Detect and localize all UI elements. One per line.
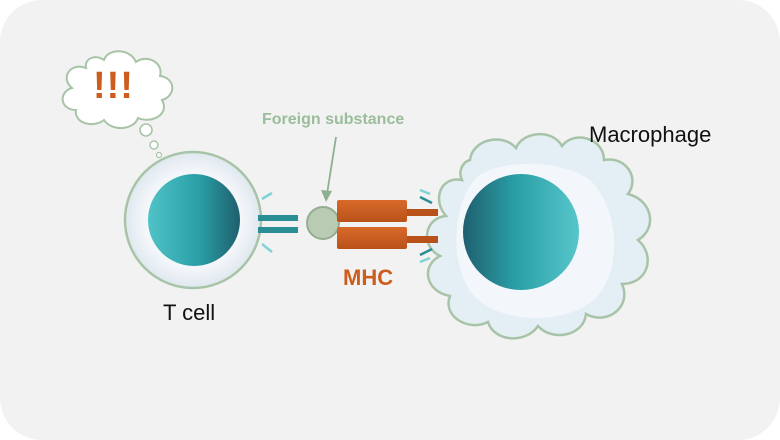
mhc-stalk-lower — [400, 236, 438, 243]
macrophage-label: Macrophage — [589, 122, 712, 147]
mhc-label: MHC — [343, 265, 394, 290]
foreign-substance-arrow-head — [321, 190, 332, 202]
mhc-stalk-upper — [400, 209, 438, 216]
t-cell-label: T cell — [163, 300, 216, 325]
t-cell-receptor-lower — [258, 227, 298, 233]
macrophage-nucleus — [463, 174, 579, 290]
foreign-substance-arrow-line — [326, 136, 337, 195]
thought-dot-large — [139, 123, 153, 137]
foreign-substance-label: Foreign substance — [262, 111, 405, 128]
macrophage-spike-upper-light — [419, 188, 431, 196]
mhc-lower-domain — [337, 227, 407, 249]
macrophage-spike-bottom — [419, 247, 433, 257]
thought-dot-medium — [149, 140, 159, 150]
thought-bubble — [61, 50, 174, 159]
mhc-upper-domain — [337, 200, 407, 222]
thought-dot-small — [155, 151, 163, 159]
t-cell-receptor-upper — [258, 215, 298, 221]
foreign-substance-particle — [306, 206, 340, 240]
mhc-molecule — [337, 200, 438, 249]
t-cell-nucleus — [148, 174, 240, 266]
macrophage-spike-top — [419, 195, 433, 205]
foreign-substance — [306, 136, 340, 240]
thought-cloud — [61, 50, 174, 129]
macrophage — [419, 132, 652, 340]
alarm-text: !!! — [93, 65, 134, 107]
t-cell-spike-top — [261, 191, 273, 201]
t-cell-spike-bottom — [261, 243, 273, 253]
t-cell — [123, 150, 298, 290]
macrophage-spike-lower-light — [419, 256, 431, 264]
